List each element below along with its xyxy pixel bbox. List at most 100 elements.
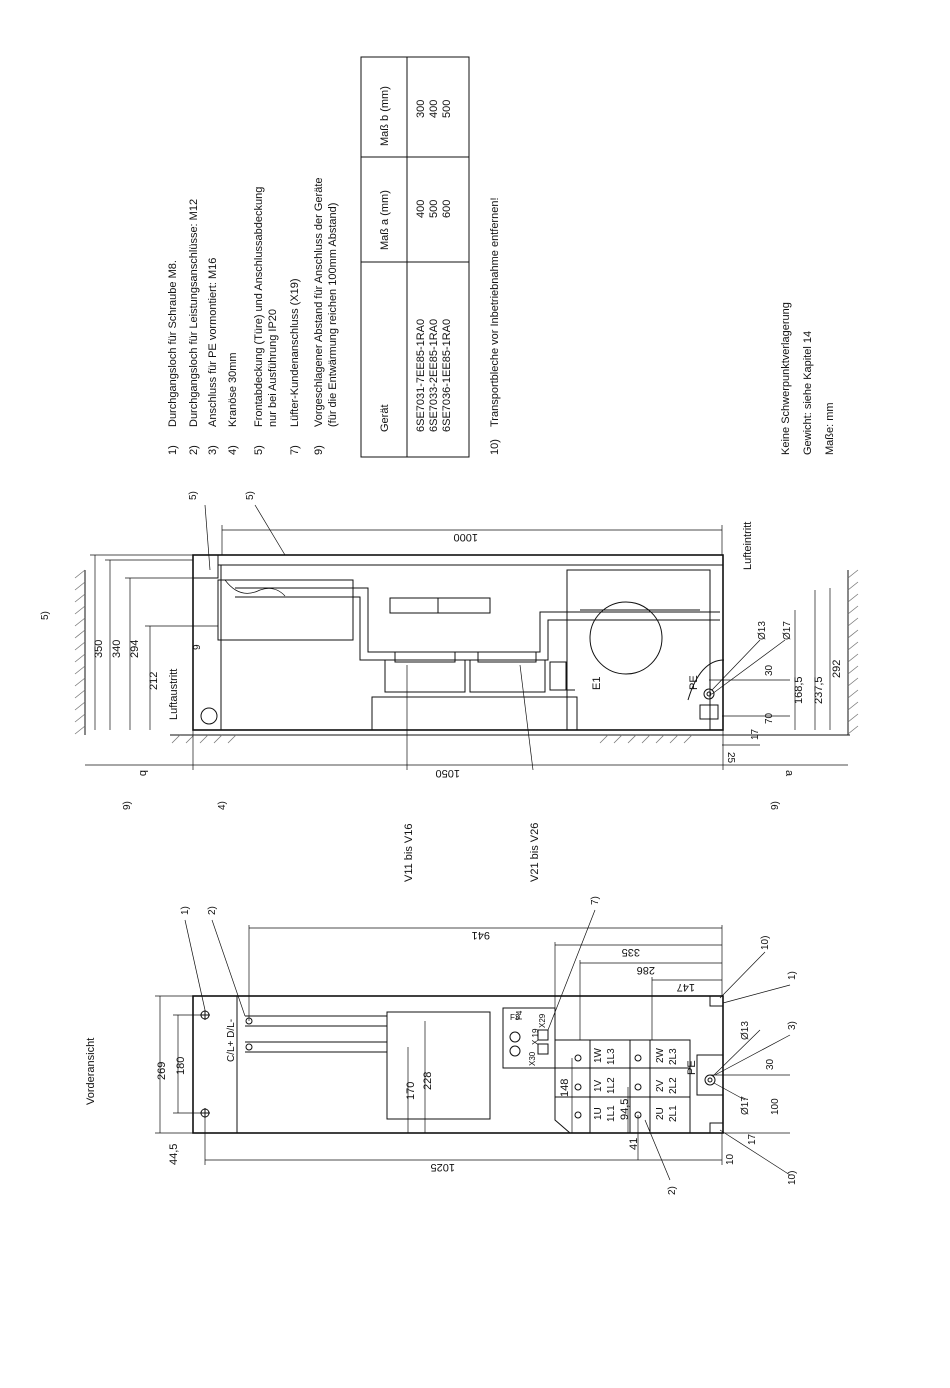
air-outlet-duct <box>217 579 354 641</box>
dim-335: 335 <box>622 946 640 958</box>
ref-4: 4) <box>217 801 228 810</box>
table-cell: 400 <box>415 200 427 218</box>
info-line: Gewicht: siehe Kapitel 14 <box>802 331 814 455</box>
front-dia-13: Ø13 <box>740 1021 751 1040</box>
f4-label: F4 <box>515 1010 524 1020</box>
note-num: 7) <box>289 445 301 455</box>
ref-2: 2) <box>207 906 218 915</box>
table-cell: 6SE7031-7EE85-1RA0 <box>415 319 427 432</box>
module-v11-label: V11 bis V16 <box>403 823 415 882</box>
dim-941: 941 <box>472 929 490 941</box>
note-text-2: (für die Entwärmung reichen 100mm Abstan… <box>327 203 339 427</box>
fan <box>589 601 663 675</box>
note-text: Durchgangsloch für Leistungsanschlüsse: … <box>188 199 200 427</box>
note-text: Kranöse 30mm <box>227 352 239 427</box>
dim-1050: 1050 <box>436 767 460 779</box>
dim-1000: 1000 <box>454 531 478 543</box>
x19-label: X 19 <box>531 1028 540 1045</box>
dim-a: a <box>783 770 795 777</box>
dim-41: 41 <box>628 1138 640 1150</box>
dim-350: 350 <box>93 640 105 658</box>
dim-30-front: 30 <box>765 1058 776 1070</box>
dim-44-5: 44,5 <box>168 1144 180 1165</box>
dim-294: 294 <box>129 640 141 658</box>
dim-100: 100 <box>770 1098 781 1115</box>
device-table: Gerät Maß a (mm) Maß b (mm) 6SE7031-7EE8… <box>360 56 470 458</box>
note-num: 9) <box>313 445 325 455</box>
table-cell: 300 <box>415 100 427 118</box>
ref-9: 9) <box>770 801 781 810</box>
terminal-2v: 2V <box>655 1079 666 1092</box>
note-num: 10) <box>489 439 501 455</box>
info-line: Maße: mm <box>824 402 836 455</box>
crane-eye <box>200 707 218 725</box>
table-cell: 500 <box>441 100 453 118</box>
front-dia-17: Ø17 <box>740 1096 751 1115</box>
terminal-2w: 2W <box>655 1047 666 1063</box>
info-line: Keine Schwerpunktverlagerung <box>780 302 792 455</box>
dia-13: Ø13 <box>757 621 768 640</box>
note-text-2: nur bei Ausführung IP20 <box>267 309 279 427</box>
dim-292: 292 <box>831 660 843 678</box>
front-view-title: Vorderansicht <box>85 1038 97 1105</box>
info-block: Keine Schwerpunktverlagerung Gewicht: si… <box>780 302 836 455</box>
dim-30: 30 <box>764 664 775 676</box>
dim-147: 147 <box>677 981 695 993</box>
terminal-1l2: 1L2 <box>606 1077 617 1094</box>
note-num: 3) <box>207 445 219 455</box>
note-text: Lüfter-Kundenanschluss (X19) <box>289 278 301 427</box>
ref-9: 9) <box>122 801 133 810</box>
note-text: Anschluss für PE vormontiert: M16 <box>207 258 219 427</box>
dim-168-5: 168,5 <box>793 676 805 704</box>
note-num: 1) <box>167 445 179 455</box>
terminal-1v: 1V <box>593 1079 604 1092</box>
terminal-2l2: 2L2 <box>668 1077 679 1094</box>
table-header-b: Maß b (mm) <box>379 86 391 146</box>
e1-label: E1 <box>591 677 603 690</box>
dim-1025: 1025 <box>431 1161 455 1173</box>
ref-2: 2) <box>667 1186 678 1195</box>
dim-286: 286 <box>637 964 655 976</box>
dim-212: 212 <box>148 672 160 690</box>
wall-hatch-bottom <box>847 569 859 735</box>
dim-340: 340 <box>111 640 123 658</box>
floor-hatch <box>170 734 850 744</box>
front-cover <box>217 554 724 566</box>
fan-connector-box <box>502 1007 556 1069</box>
dim-94-5: 94,5 <box>619 1099 631 1120</box>
dim-228: 228 <box>422 1072 434 1090</box>
capacitor-bank <box>389 597 491 614</box>
dim-9: 9 <box>192 644 203 650</box>
dim-17: 17 <box>750 728 761 740</box>
ref-5: 5) <box>40 611 51 620</box>
terminal-1l1: 1L1 <box>606 1105 617 1122</box>
module-v21-label: V21 bis V26 <box>529 823 541 882</box>
wall-hatch-top <box>74 569 86 735</box>
fan-compartment <box>566 569 711 731</box>
f3-label: F3 <box>510 1013 520 1022</box>
dim-25: 25 <box>725 752 736 764</box>
dim-237-5: 237,5 <box>813 676 825 704</box>
front-pe-label: PE <box>686 1060 698 1075</box>
table-cell: 600 <box>441 200 453 218</box>
notes-list: 1) Durchgangsloch für Schraube M8. 2) Du… <box>167 178 501 456</box>
table-cell: 6SE7033-2EE85-1RA0 <box>428 319 440 432</box>
front-view: Vorderansicht F3 F4 X30 X 19 X29 C/L+ D/… <box>85 896 798 1195</box>
ref-3: 3) <box>787 1021 798 1030</box>
ref-7: 7) <box>590 896 601 905</box>
note-text: Vorgeschlagener Abstand für Anschluss de… <box>313 178 325 428</box>
table-cell: 500 <box>428 200 440 218</box>
dc-terminal-label: C/L+ D/L- <box>226 1019 237 1062</box>
dim-180: 180 <box>175 1057 187 1075</box>
dim-b: b <box>137 770 149 776</box>
note-num: 2) <box>188 445 200 455</box>
note-text: Transportbleche vor Inbetriebnahme entfe… <box>489 197 501 427</box>
dim-10: 10 <box>725 1153 736 1165</box>
front-housing <box>192 995 724 1134</box>
ref-1: 1) <box>787 971 798 980</box>
heatsink-block <box>371 696 578 731</box>
ref-1: 1) <box>180 906 191 915</box>
dim-17-front: 17 <box>747 1133 758 1145</box>
air-outlet-label: Luftaustritt <box>168 669 180 720</box>
